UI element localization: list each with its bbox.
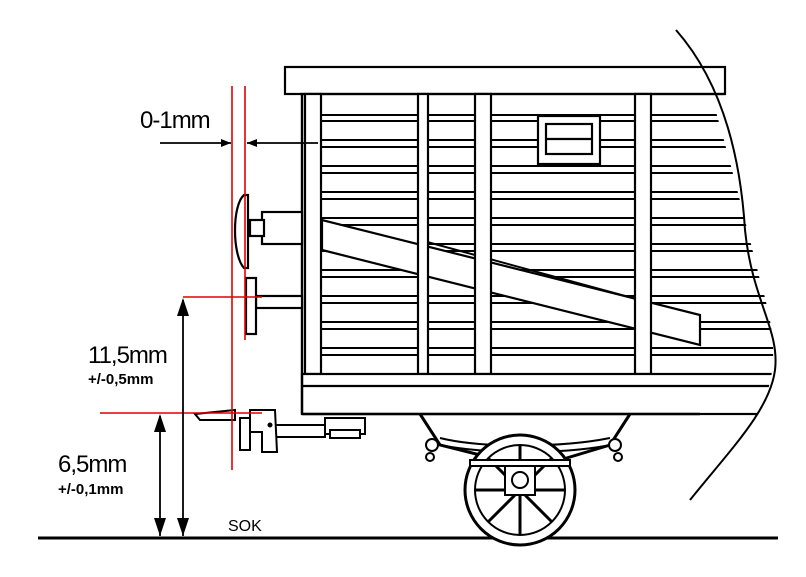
post-mid1 — [416, 92, 430, 376]
post-left — [303, 92, 323, 376]
coupler — [193, 408, 366, 453]
post-mid3 — [633, 92, 653, 376]
buffer-height-label: 11,5mm — [88, 342, 167, 369]
buffer-upper — [233, 193, 304, 270]
gap-label: 0-1mm — [140, 107, 210, 134]
dimension-arrows — [154, 139, 318, 536]
roof — [283, 65, 727, 96]
coupler-tolerance-label: +/-0,1mm — [58, 481, 123, 498]
reference-lines — [100, 86, 262, 470]
buffer-tolerance-label: +/-0,5mm — [88, 371, 153, 388]
wheelset — [418, 413, 632, 547]
underframe — [300, 372, 774, 416]
buffer-lower — [244, 276, 304, 336]
wagon-body — [283, 29, 777, 501]
rail-top-label: SOK — [228, 518, 262, 535]
coupler-height-label: 6,5mm — [58, 451, 126, 478]
break-line — [675, 29, 777, 501]
post-mid2 — [473, 92, 493, 376]
